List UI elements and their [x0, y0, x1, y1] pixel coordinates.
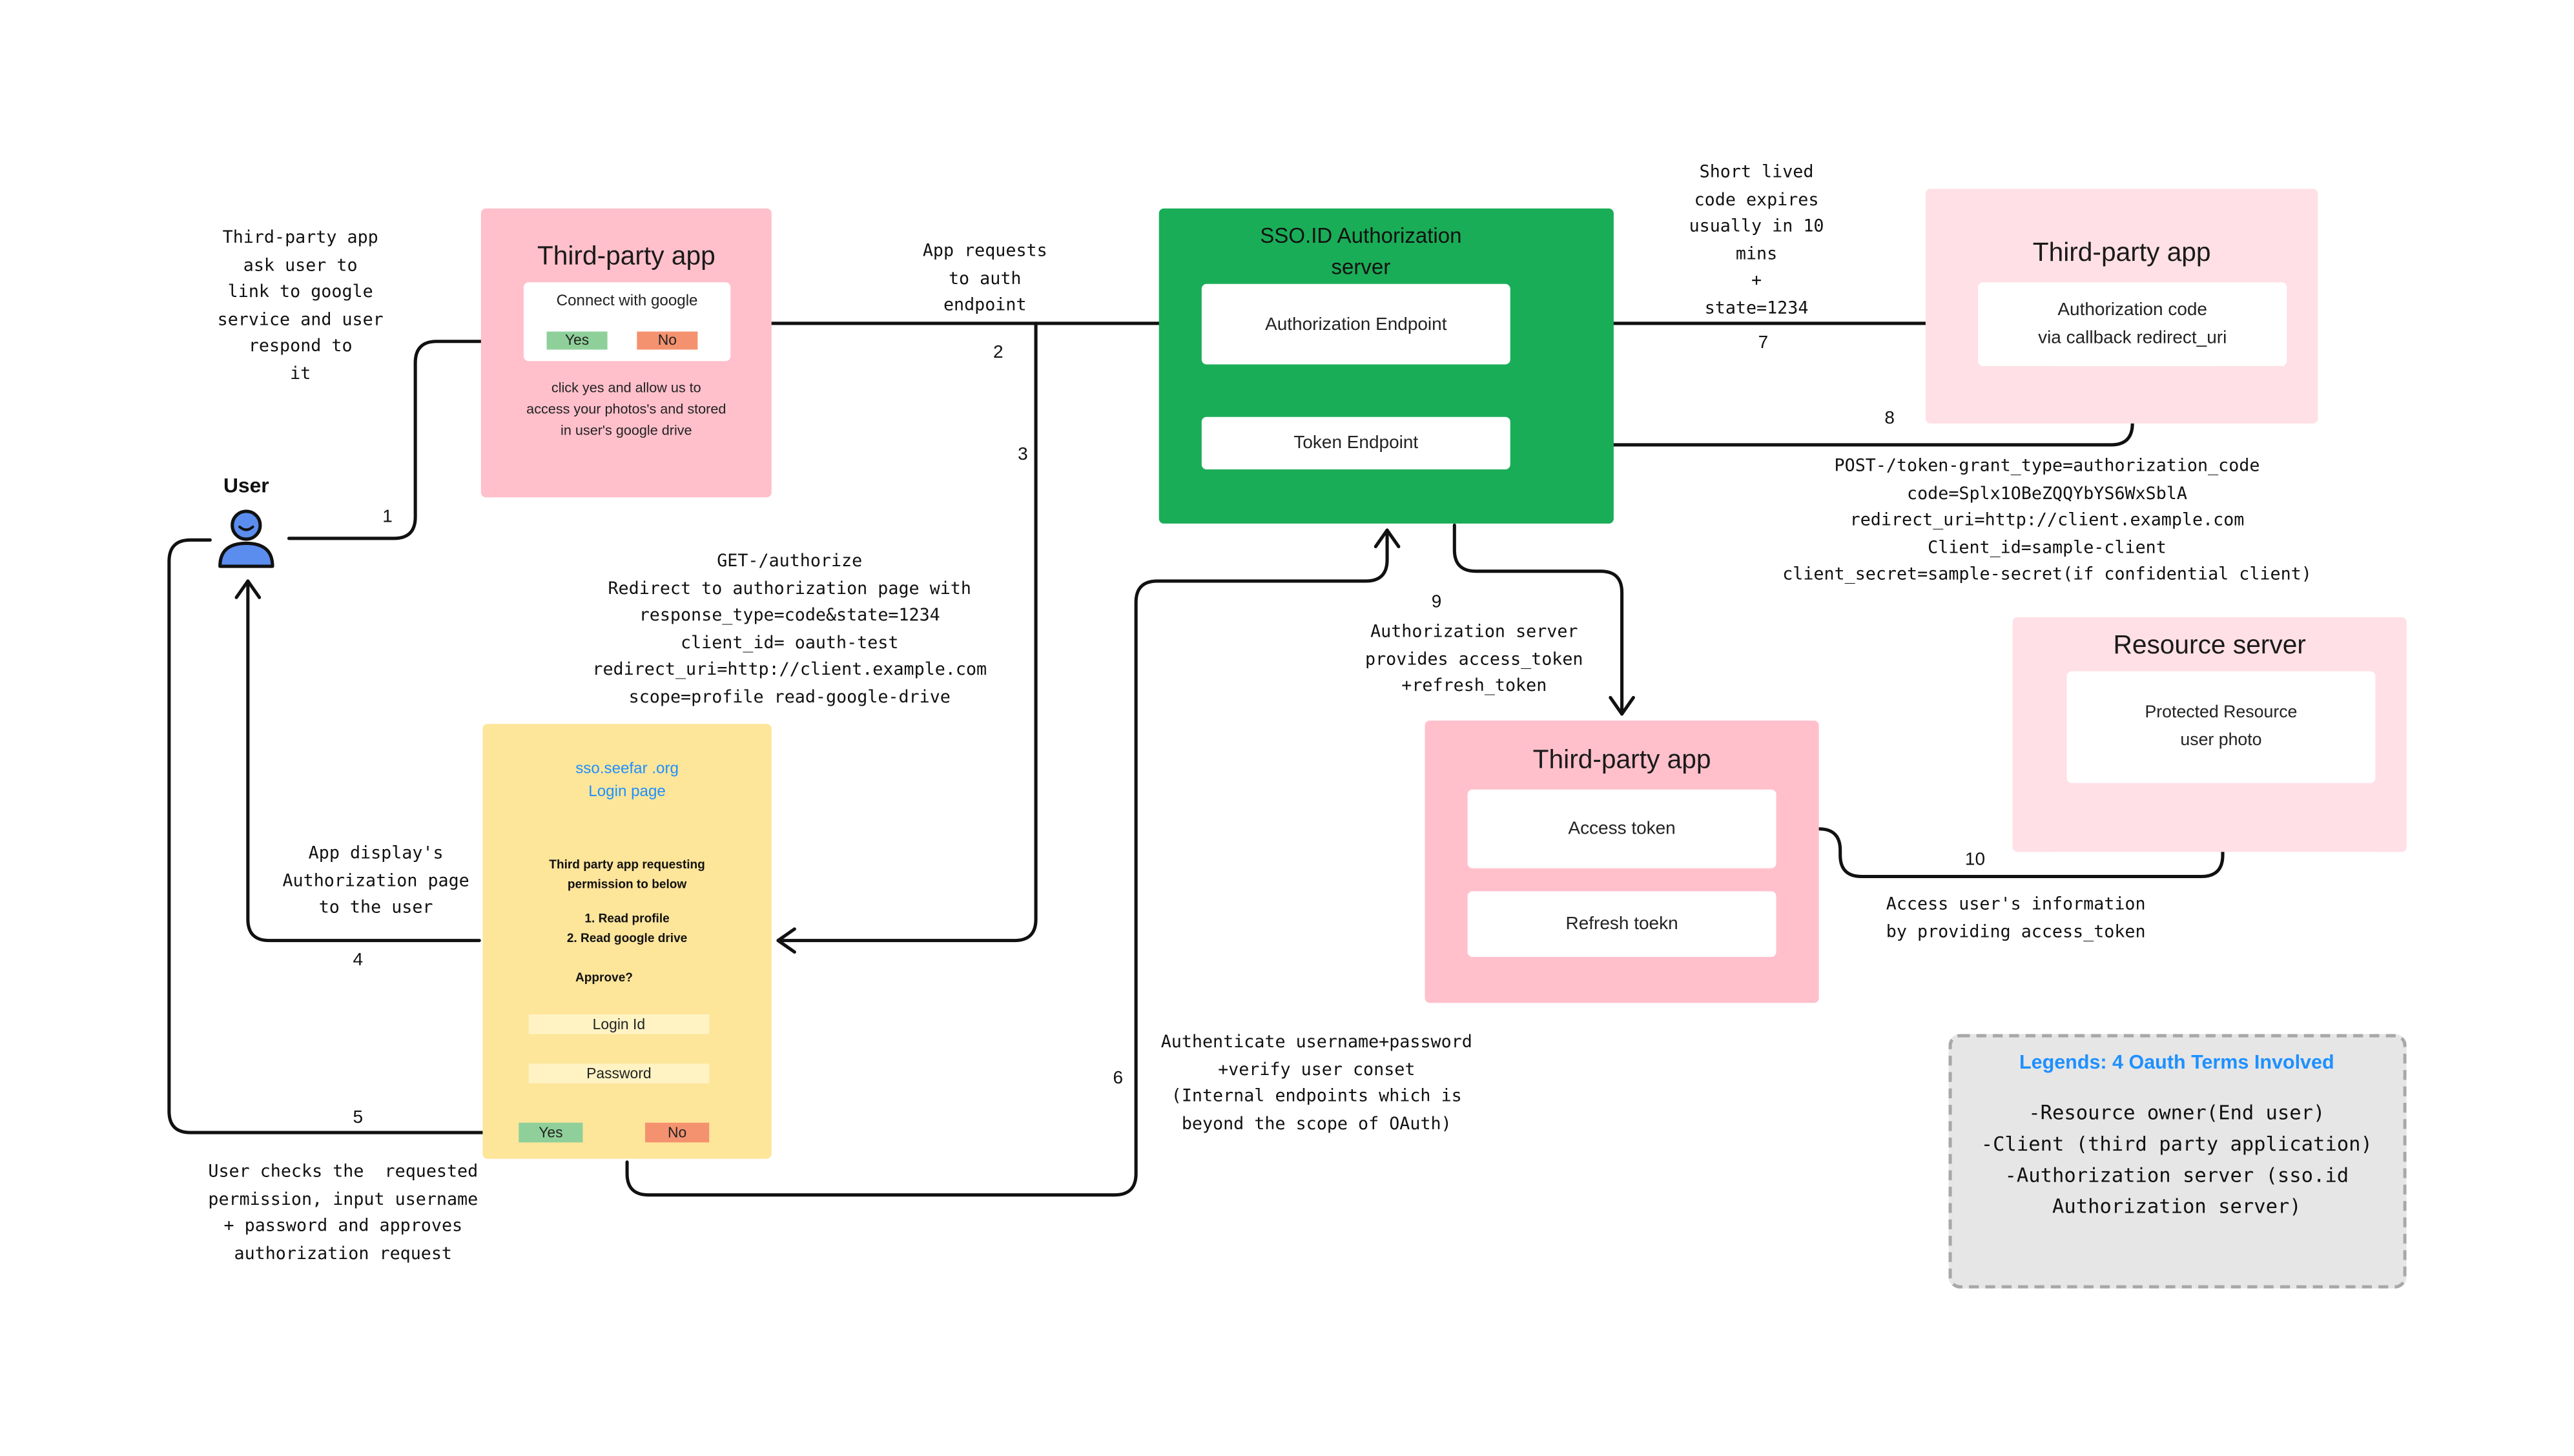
- approve-prompt: Approve?: [575, 970, 633, 985]
- note-user-checks: User checks the requested permission, in…: [208, 1162, 479, 1264]
- access-token-card: Access token: [1467, 789, 1776, 868]
- step-number-6: 6: [1113, 1068, 1124, 1089]
- step-number-5: 5: [353, 1107, 364, 1128]
- no-button[interactable]: No: [637, 331, 698, 350]
- login-page-panel: sso.seefar .org Login page Third party a…: [482, 724, 772, 1159]
- permission-list: 1. Read profile 2. Read google drive: [566, 910, 688, 945]
- third-party-app-token-title: Third-party app: [1532, 746, 1711, 775]
- user-icon: [213, 508, 279, 573]
- step-number-2: 2: [993, 343, 1004, 363]
- connect-with-google-label: Connect with google: [556, 292, 698, 311]
- legend-title: Legends: 4 Oauth Terms Involved: [2019, 1050, 2334, 1074]
- note-authenticate: Authenticate username+password +verify u…: [1160, 1032, 1472, 1134]
- third-party-app-title: Third-party app: [537, 243, 716, 271]
- sso-authorization-server-panel: SSO.ID Authorization server Authorizatio…: [1158, 208, 1614, 524]
- permission-request-text: Third party app requesting permission to…: [549, 856, 705, 892]
- yes-button[interactable]: Yes: [546, 331, 608, 350]
- authorization-code-card: Authorization code via callback redirect…: [1978, 282, 2287, 366]
- legend-box: Legends: 4 Oauth Terms Involved -Resourc…: [1948, 1034, 2407, 1289]
- authorization-endpoint-card: Authorization Endpoint: [1201, 283, 1510, 365]
- step-number-8: 8: [1884, 408, 1895, 429]
- legend-items: -Resource owner(End user) -Client (third…: [1981, 1101, 2373, 1218]
- step-number-7: 7: [1758, 333, 1769, 353]
- step-number-1: 1: [382, 507, 393, 528]
- note-app-requests: App requests to auth endpoint: [922, 241, 1047, 316]
- step-number-4: 4: [353, 950, 364, 970]
- refresh-token-card: Refresh toekn: [1467, 891, 1776, 958]
- login-id-field[interactable]: Login Id: [528, 1014, 710, 1034]
- note-access-info: Access user's information by providing a…: [1886, 894, 2146, 941]
- note-provides-token: Authorization server provides access_tok…: [1365, 622, 1583, 696]
- third-party-app-callback-title: Third-party app: [2032, 240, 2211, 268]
- login-yes-button[interactable]: Yes: [519, 1122, 583, 1143]
- note-short-lived-code: Short lived code expires usually in 10 m…: [1689, 162, 1824, 318]
- third-party-app-token-panel: Third-party app Access token Refresh toe…: [1425, 720, 1819, 1003]
- login-page-title: Login page: [588, 783, 666, 801]
- step-number-9: 9: [1431, 592, 1442, 613]
- login-domain-link[interactable]: sso.seefar .org: [575, 759, 679, 778]
- third-party-app-callback-panel: Third-party app Authorization code via c…: [1925, 189, 2318, 424]
- note-post-token: POST-/token-grant_type=authorization_cod…: [1782, 456, 2312, 584]
- token-endpoint-card: Token Endpoint: [1201, 416, 1510, 470]
- third-party-app-description: click yes and allow us to access your ph…: [526, 379, 726, 438]
- step-number-3: 3: [1018, 444, 1028, 465]
- protected-resource-card: Protected Resource user photo: [2066, 671, 2376, 783]
- resource-server-title: Resource server: [2113, 631, 2306, 660]
- user-label: User: [223, 474, 269, 498]
- third-party-app-panel: Third-party app Connect with google Yes …: [480, 208, 772, 498]
- note-display-auth: App display's Authorization page to the …: [282, 843, 469, 918]
- step-number-10: 10: [1964, 850, 1986, 870]
- note-ask-user: Third-party app ask user to link to goog…: [217, 228, 384, 384]
- login-no-button[interactable]: No: [645, 1122, 710, 1143]
- password-field[interactable]: Password: [528, 1063, 710, 1083]
- connect-with-google-card: Connect with google Yes No: [523, 282, 731, 362]
- resource-server-panel: Resource server Protected Resource user …: [2012, 617, 2407, 852]
- sso-server-title: SSO.ID Authorization server: [1260, 223, 1462, 280]
- note-get-authorize: GET-/authorize Redirect to authorization…: [592, 551, 987, 707]
- arrow-step-5: [167, 538, 516, 1134]
